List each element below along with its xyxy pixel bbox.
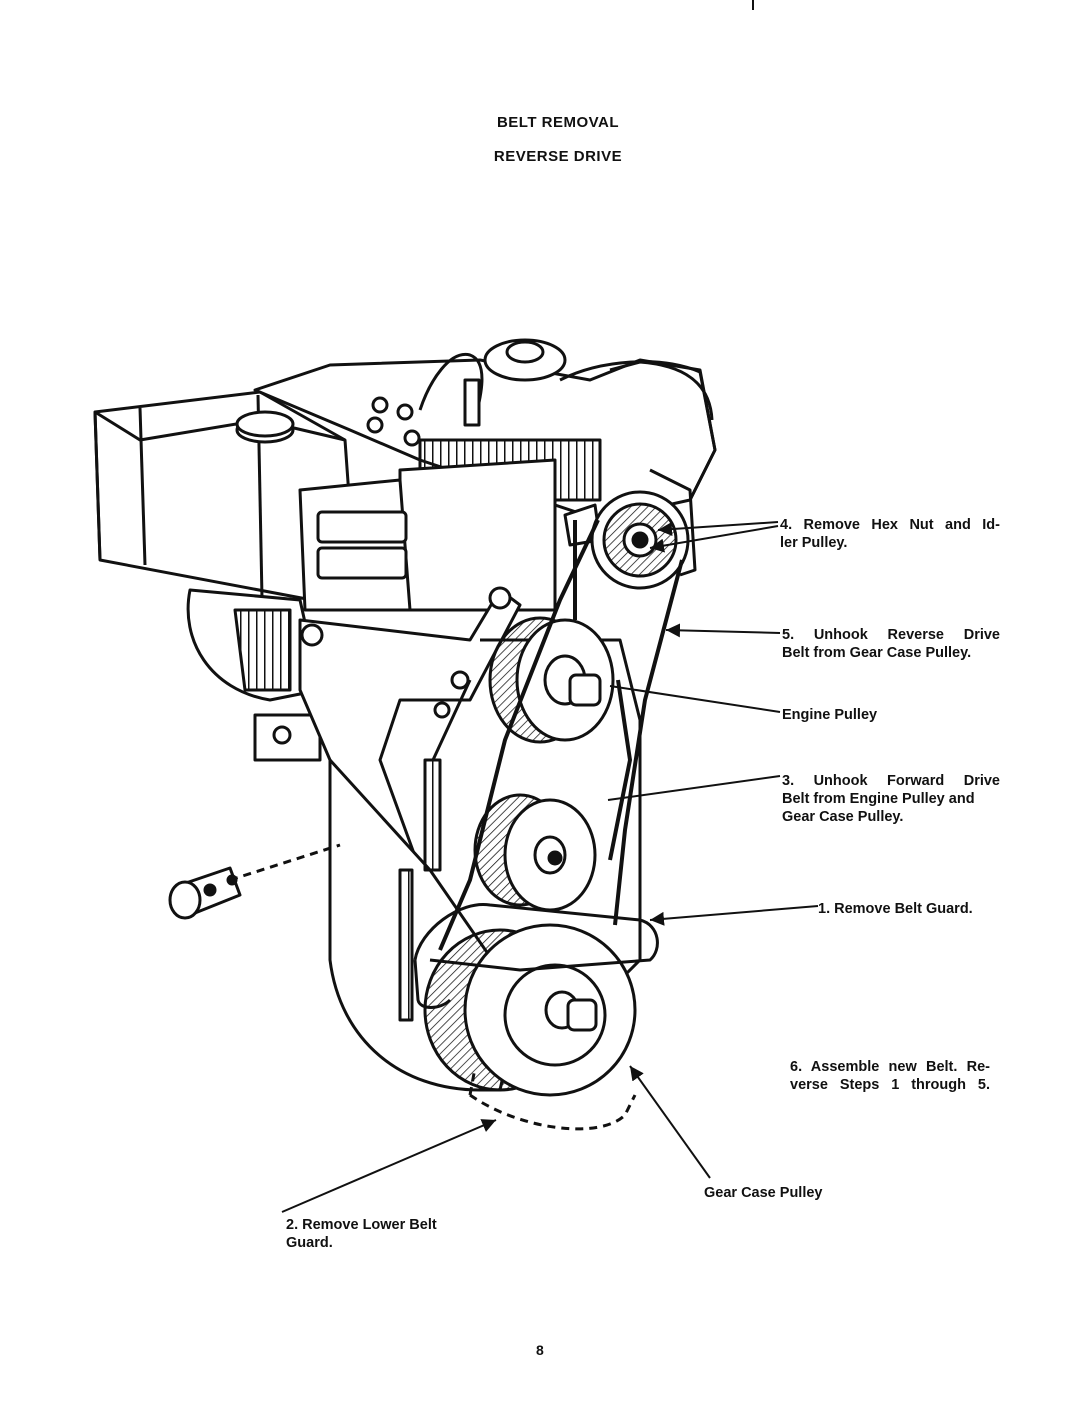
page-number: 8 bbox=[536, 1342, 544, 1358]
leader-engine-pulley bbox=[609, 685, 781, 713]
callout-step4-line2: ler Pulley. bbox=[780, 535, 848, 551]
fuel-tank bbox=[93, 390, 352, 602]
spark-plug bbox=[366, 338, 567, 447]
callout-step3: 3. Unhook Forward Drive Belt from Engine… bbox=[782, 772, 1000, 826]
gear-case-pulley bbox=[423, 923, 637, 1097]
top-edge-mark bbox=[752, 0, 754, 10]
belt-guard bbox=[413, 902, 659, 1009]
idler-pulley bbox=[563, 468, 697, 590]
page-title: BELT REMOVAL bbox=[496, 114, 620, 131]
callout-step6-line1: 6. Assemble new Belt. Re- bbox=[790, 1059, 990, 1075]
leader-step1 bbox=[649, 905, 819, 926]
loose-bolt bbox=[168, 866, 242, 920]
callout-step4: 4. Remove Hex Nut and Id- ler Pulley. bbox=[780, 516, 1000, 552]
leader-step4-b bbox=[649, 525, 779, 553]
lower-belt-guard bbox=[229, 843, 637, 1131]
drive-belts bbox=[438, 519, 684, 951]
engine-pulley bbox=[488, 616, 615, 744]
callout-step5-line2: Belt from Gear Case Pulley. bbox=[782, 645, 972, 661]
callout-step3-line1: 3. Unhook Forward Drive bbox=[782, 773, 1000, 789]
callout-step3-line2: Belt from Engine Pulley and bbox=[782, 791, 975, 807]
callout-step1: 1. Remove Belt Guard. bbox=[818, 901, 973, 917]
leader-step2 bbox=[281, 1119, 497, 1213]
callout-step5: 5. Unhook Reverse Drive Belt from Gear C… bbox=[782, 626, 1000, 662]
flywheel-housing bbox=[186, 588, 322, 762]
middle-pulley bbox=[473, 793, 597, 912]
callout-step4-line1: 4. Remove Hex Nut and Id- bbox=[780, 517, 1000, 533]
cylinder-head bbox=[298, 438, 602, 612]
callout-step6-line2: verse Steps 1 through 5. bbox=[790, 1077, 990, 1093]
callout-step2-line2: Guard. bbox=[286, 1235, 333, 1251]
leader-step3 bbox=[607, 775, 781, 801]
leader-step4-a bbox=[657, 521, 779, 537]
tension-spring bbox=[398, 670, 472, 1022]
callout-step5-line1: 5. Unhook Reverse Drive bbox=[782, 627, 1000, 643]
callout-gear-case-pulley: Gear Case Pulley bbox=[704, 1185, 823, 1201]
leader-step5 bbox=[665, 623, 781, 638]
page-subtitle: REVERSE DRIVE bbox=[493, 148, 623, 165]
callout-step2: 2. Remove Lower Belt Guard. bbox=[286, 1216, 496, 1252]
callout-step2-line1: 2. Remove Lower Belt bbox=[286, 1217, 437, 1233]
leader-lines bbox=[281, 521, 819, 1213]
callout-engine-pulley: Engine Pulley bbox=[782, 707, 878, 723]
callout-step3-line3: Gear Case Pulley. bbox=[782, 809, 904, 825]
leader-gear-case-pulley bbox=[629, 1065, 711, 1179]
callout-step6: 6. Assemble new Belt. Re- verse Steps 1 … bbox=[790, 1058, 990, 1094]
